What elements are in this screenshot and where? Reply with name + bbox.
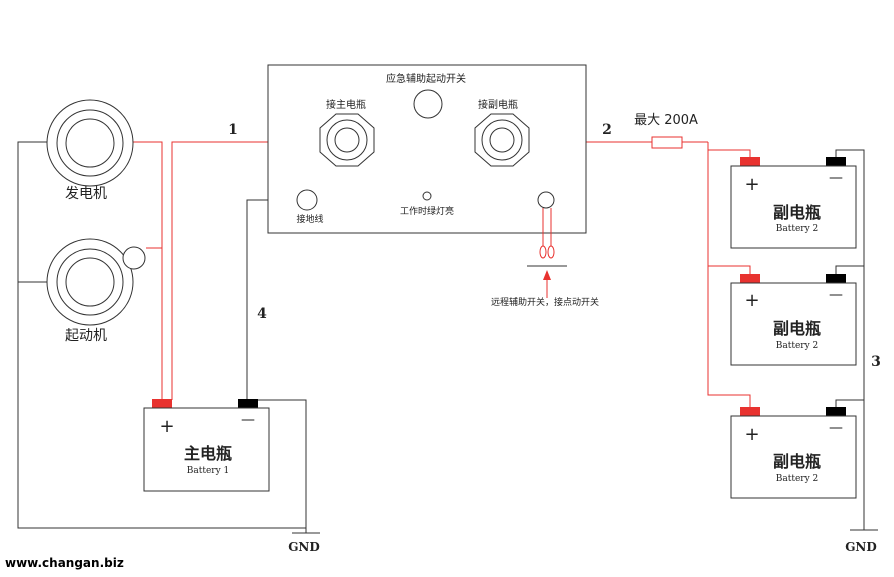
aux-battery-3-name: 副电瓶: [773, 452, 821, 471]
wire-number-1: 1: [228, 122, 238, 138]
indicator-label: 工作时绿灯亮: [400, 205, 454, 217]
aux-battery-3-minus: —: [829, 420, 843, 436]
alternator: [46, 99, 134, 187]
controller-title: 应急辅助起动开关: [386, 72, 466, 85]
aux-battery-2-sub: Battery 2: [776, 341, 819, 351]
aux-battery-post: [474, 113, 530, 167]
aux-battery-1-minus: —: [829, 170, 843, 186]
fuse-label: 最大 200A: [634, 113, 698, 128]
main-battery-positive-terminal: [152, 399, 172, 408]
aux-battery-3: [730, 407, 857, 499]
aux-battery-3-plus: +: [744, 424, 759, 445]
main-battery-post: [319, 113, 375, 167]
aux-post-label: 接副电瓶: [478, 98, 518, 111]
starter-solenoid: [122, 246, 146, 270]
wire-number-2: 2: [602, 122, 612, 138]
watermark: www.changan.biz: [5, 556, 124, 570]
aux-battery-1: [730, 157, 857, 249]
alternator-label: 发电机: [65, 186, 107, 202]
aux-battery-2-name: 副电瓶: [773, 319, 821, 338]
aux-battery-1-plus: +: [744, 174, 759, 195]
aux-battery-1-name: 副电瓶: [773, 203, 821, 222]
gnd-left-label: GND: [288, 540, 320, 554]
emergency-start-button: [413, 89, 443, 119]
aux-battery-2-plus: +: [744, 290, 759, 311]
green-indicator-icon: [422, 191, 432, 201]
main-battery-plus: +: [159, 416, 174, 437]
main-battery: [143, 399, 270, 492]
ground-wiring: [17, 141, 878, 534]
aux-battery-1-sub: Battery 2: [776, 224, 819, 234]
fuse: [651, 136, 683, 149]
remote-switch-leads: [539, 208, 555, 259]
aux-battery-3-sub: Battery 2: [776, 474, 819, 484]
main-post-label: 接主电瓶: [326, 98, 366, 111]
ground-terminal-label: 接地线: [296, 213, 323, 225]
starter: [46, 238, 146, 326]
remote-terminal: [537, 191, 555, 209]
wire-number-3: 3: [871, 354, 881, 370]
aux-battery-2: [730, 274, 857, 366]
remote-switch-label: 远程辅助开关，接点动开关: [491, 296, 599, 308]
gnd-right-label: GND: [845, 540, 877, 554]
main-battery-name: 主电瓶: [184, 444, 232, 463]
starter-label: 起动机: [65, 328, 107, 344]
aux-battery-2-minus: —: [829, 287, 843, 303]
ground-terminal: [296, 189, 318, 211]
wire-number-4: 4: [257, 306, 267, 322]
main-battery-negative-terminal: [238, 399, 258, 408]
remote-arrow-icon: [543, 270, 551, 280]
main-battery-sub: Battery 1: [187, 466, 230, 476]
main-battery-minus: —: [241, 412, 255, 428]
